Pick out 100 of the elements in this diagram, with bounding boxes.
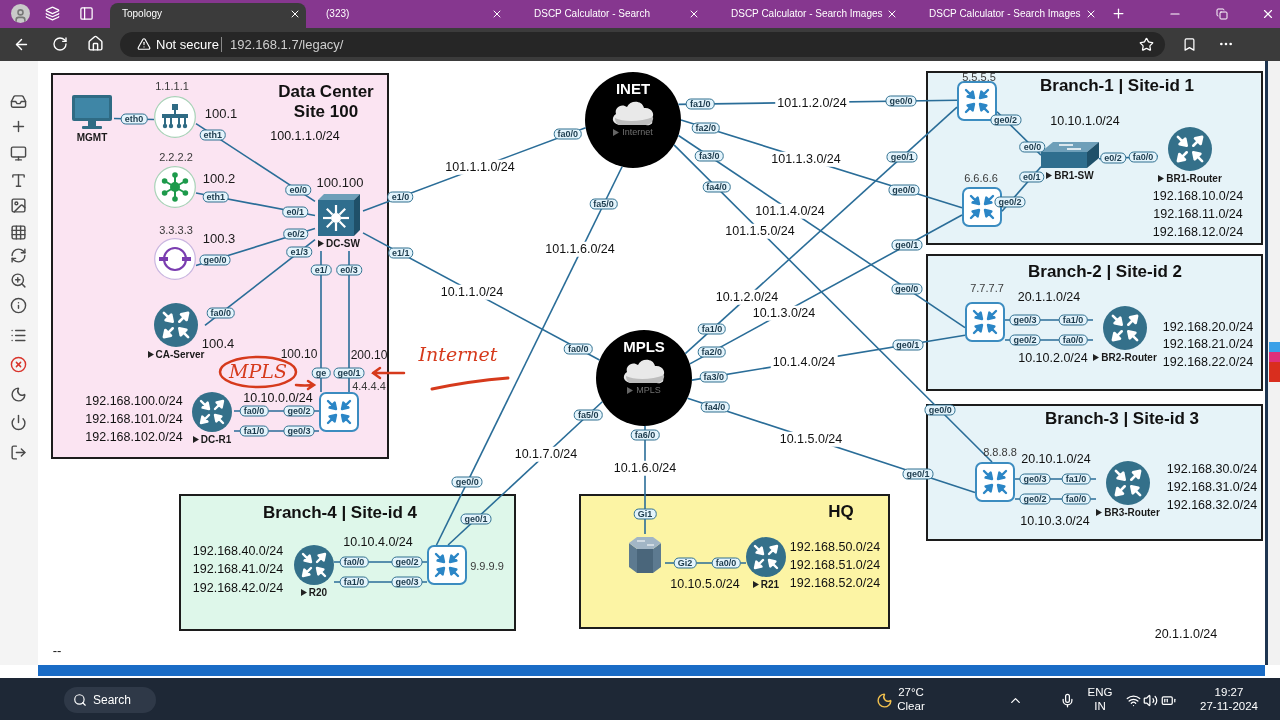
port-label: ge0/1 (902, 468, 934, 480)
port-label: fa1/0 (697, 323, 727, 335)
link-line (673, 144, 993, 463)
ip-address: 192.168.11.0/24 (1153, 207, 1243, 221)
port-label: fa0/0 (1058, 334, 1088, 346)
port-label: ge0/2 (283, 405, 315, 417)
port-label: ge0/1 (333, 367, 365, 379)
port-label: ge0/3 (1009, 314, 1041, 326)
subnet-label: 100.1.1.0/24 (270, 129, 340, 143)
site-title: HQ (828, 502, 854, 522)
ip-address: 9.9.9.9 (470, 560, 504, 572)
subnet-label: 20.10.1.0/24 (1021, 452, 1091, 466)
port-label: Gi1 (633, 508, 657, 520)
port-label: fa1/0 (1061, 473, 1091, 485)
ip-address: 100.4 (201, 336, 235, 350)
tray-text: ENG (1087, 687, 1113, 699)
tab-title: (323) (326, 9, 350, 19)
port-label: fa5/0 (589, 198, 618, 210)
port-label: fa1/0 (1058, 314, 1088, 326)
subnet-label: 101.1.6.0/24 (543, 241, 617, 257)
port-label: ge0/2 (391, 556, 423, 568)
ip-address: 192.168.30.0/24 (1166, 462, 1258, 476)
site-area (579, 494, 890, 629)
subnet-label: 10.10.5.0/24 (670, 577, 740, 591)
ip-address: 192.168.50.0/24 (789, 540, 881, 554)
ip-address: 100.100 (316, 175, 364, 189)
ip-address: 100.3 (202, 231, 236, 245)
tray-text: 27°C (898, 687, 924, 699)
port-label: fa2/0 (691, 122, 721, 134)
device-name: CA-Server (155, 349, 205, 360)
port-label: fa0/0 (339, 556, 369, 568)
port-label: ge0/3 (283, 425, 315, 437)
ip-address: 4.4.4.4 (352, 380, 386, 392)
port-label: fa5/0 (574, 409, 603, 421)
subnet-label: 10.1.1.0/24 (438, 284, 506, 300)
port-label: fa0/0 (1128, 151, 1158, 163)
ip-address: 1.1.1.1 (155, 80, 189, 92)
port-label: ge0/0 (891, 283, 923, 295)
site-area (179, 494, 516, 631)
port-label: eth1 (199, 129, 226, 141)
port-label: eth1 (202, 191, 229, 203)
port-label: fa3/0 (694, 150, 724, 162)
port-label: fa0/0 (1061, 493, 1091, 505)
handwritten-note: MPLS (229, 361, 287, 381)
port-label: e0/3 (336, 264, 362, 276)
port-label: ge0/0 (199, 254, 231, 265)
port-label: ge0/2 (990, 114, 1022, 126)
subnet-label: 10.10.0.0/24 (243, 391, 313, 405)
cloud-title: MPLS (623, 339, 665, 354)
port-label: e1/ (310, 264, 332, 276)
port-label: fa0/0 (206, 307, 235, 319)
port-label: fa1/0 (239, 425, 269, 437)
subnet-label: 10.1.6.0/24 (611, 460, 679, 476)
tab-title: DSCP Calculator - Search Images (731, 9, 883, 19)
note-text: -- (52, 643, 62, 657)
site-area (926, 71, 1263, 245)
site-area (926, 254, 1263, 391)
port-label: ge0/1 (460, 513, 492, 525)
handwritten-note: Internet (418, 344, 498, 364)
subnet-label: 10.1.4.0/24 (770, 354, 838, 370)
subnet-label: 101.1.1.0/24 (443, 159, 517, 175)
site-title: Branch-2 | Site-id 2 (1028, 262, 1182, 282)
subnet-label: 10.10.4.0/24 (343, 535, 413, 549)
port-label: fa0/0 (239, 405, 269, 417)
ip-address: 7.7.7.7 (970, 282, 1004, 294)
tray-text: 27-11-2024 (1200, 701, 1258, 713)
port-label: fa4/0 (702, 181, 731, 193)
subnet-label: 101.1.5.0/24 (723, 223, 797, 239)
port-label: ge0/2 (1019, 493, 1051, 505)
cloud-name: Internet (622, 128, 653, 137)
port-label: fa1/0 (339, 576, 369, 588)
port-label: ge0/1 (891, 239, 923, 251)
url-text: 192.168.1.7/legacy/ (230, 37, 344, 51)
subnet-label: 10.10.2.0/24 (1018, 351, 1088, 365)
device-name: R21 (760, 579, 780, 590)
link-line (435, 165, 623, 546)
device-name: BR1-SW (1054, 170, 1094, 181)
device-name: DC-R1 (200, 434, 232, 445)
port-label: ge0/0 (451, 476, 483, 488)
port-label: eth0 (120, 113, 148, 125)
port-label: e1/1 (388, 247, 414, 259)
device-name: R20 (308, 587, 328, 598)
port-label: ge0/1 (892, 339, 924, 351)
port-label: fa0/0 (553, 128, 583, 140)
ip-address: 192.168.52.0/24 (789, 576, 881, 590)
port-label: e0/0 (1019, 141, 1046, 153)
link-line (348, 250, 350, 393)
ip-address: 8.8.8.8 (983, 446, 1017, 458)
port-label: Gi2 (673, 557, 697, 569)
port-label: ge (311, 367, 331, 379)
subnet-label: 101.1.4.0/24 (753, 203, 827, 219)
port-label: ge0/1 (886, 151, 918, 163)
subnet-label: 20.1.1.0/24 (1154, 627, 1218, 641)
tab-title: DSCP Calculator - Search (534, 9, 650, 19)
ip-address: 100.10 (280, 348, 318, 360)
port-label: e1/3 (286, 246, 312, 258)
port-label: fa6/0 (630, 429, 660, 441)
tray-text: IN (1094, 701, 1106, 713)
subnet-label: 20.1.1.0/24 (1017, 290, 1081, 304)
ip-address: 192.168.12.0/24 (1152, 225, 1244, 239)
